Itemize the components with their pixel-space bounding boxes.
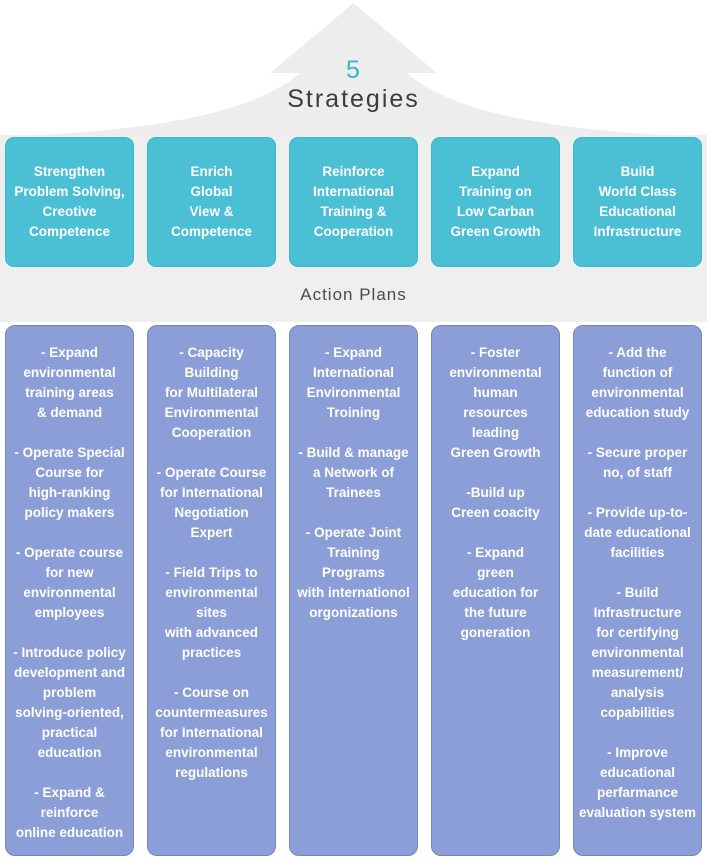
up-arrow-shape [0,3,707,137]
action-plan-box-3: - Expand International Environmental Tro… [289,325,418,856]
action-plan-item: - Course on countermeasures for Internat… [155,685,268,780]
action-plan-item: - Secure proper no, of staff [587,445,688,480]
action-plan-item: - Expand & reinforce online education [15,785,124,840]
action-plan-item: - Build & manage a Network of Trainees [298,445,409,500]
page-title: Strategies [287,85,420,113]
arrow-header: 5 Strategies [0,0,707,137]
action-plan-item: - Improve educational perfarmance evalua… [578,745,697,820]
action-plan-item: - Field Trips to environmental sites wit… [164,565,259,660]
strategy-box-3: Reinforce International Training & Coope… [289,137,418,267]
action-plans-label: Action Plans [300,284,407,304]
action-plan-item: - Operate course for new environmental e… [15,545,124,620]
header-text-block: 5 Strategies [0,56,707,114]
action-plan-item: - Provide up-to- date educational facili… [584,505,691,560]
action-plan-item: - Operate Joint Training Programs with i… [297,525,410,620]
action-plan-box-2: - Capacity Building for Multilateral Env… [147,325,276,856]
action-plan-item: - Operate Special Course for high-rankin… [14,445,125,520]
strategies-row: Strengthen Problem Solving, Creotive Com… [5,137,702,267]
action-plans-heading: Action Plans [0,267,707,322]
action-plan-box-4: - Foster environmental human resources l… [431,325,560,856]
strategy-title: Build World Class Educational Infrastruc… [593,164,682,239]
action-plan-item: -Build up Creen coacity [451,485,540,520]
action-plan-item: - Expand green education for the future … [452,545,539,640]
action-plan-item: - Introduce policy development and probl… [13,645,126,760]
strategy-title: Enrich Global View & Competence [170,164,253,239]
action-plan-box-5: - Add the function of environmental educ… [573,325,702,856]
action-plan-item: - Capacity Building for Multilateral Env… [164,345,259,440]
strategy-box-2: Enrich Global View & Competence [147,137,276,267]
strategy-count: 5 [346,56,361,84]
strategy-title: Expand Training on Low Carban Green Grow… [450,164,541,239]
action-plan-item: - Build Infrastructure for certifying en… [591,585,684,720]
action-plan-box-1: - Expand environmental training areas & … [5,325,134,856]
strategy-box-5: Build World Class Educational Infrastruc… [573,137,702,267]
action-plan-item: - Operate Course for International Negot… [156,465,267,540]
strategy-box-1: Strengthen Problem Solving, Creotive Com… [5,137,134,267]
strategy-title: Strengthen Problem Solving, Creotive Com… [14,164,125,239]
action-plan-item: - Foster environmental human resources l… [449,345,542,460]
action-plan-item: - Expand environmental training areas & … [23,345,116,420]
action-plans-row: - Expand environmental training areas & … [5,325,702,856]
strategy-box-4: Expand Training on Low Carban Green Grow… [431,137,560,267]
action-plan-item: - Expand International Environmental Tro… [306,345,401,420]
strategy-title: Reinforce International Training & Coope… [312,164,394,239]
action-plan-item: - Add the function of environmental educ… [585,345,690,420]
